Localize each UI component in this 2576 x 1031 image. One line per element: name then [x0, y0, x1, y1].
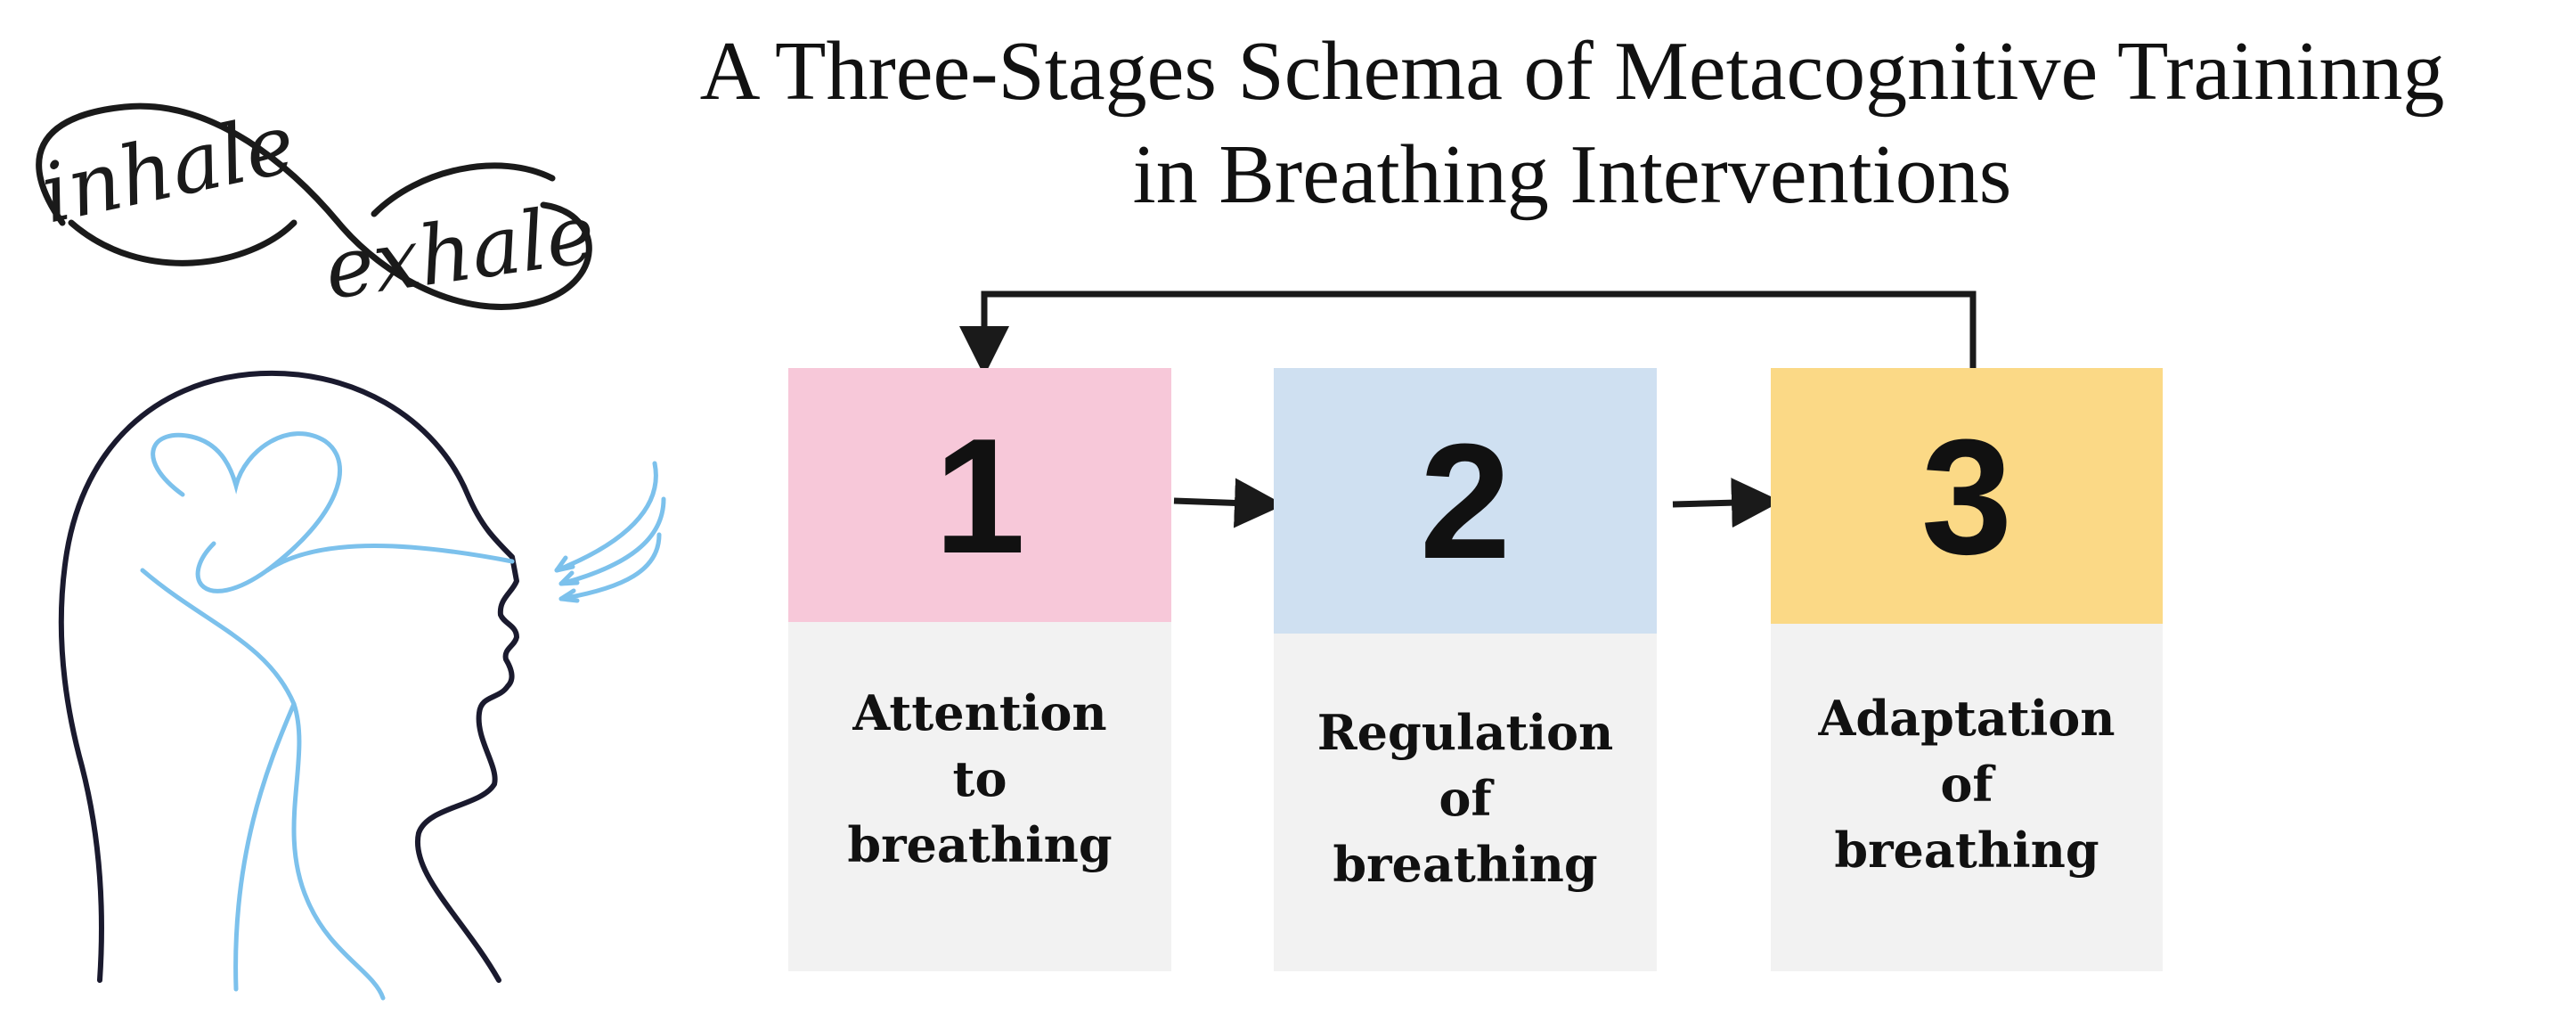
arrow-3-to-1-loop — [959, 290, 1977, 376]
stage-1-label-line-1: Attention — [852, 684, 1107, 741]
title-line-2: in Breathing Interventions — [1132, 128, 2012, 221]
svg-text:exhale: exhale — [319, 185, 600, 317]
stage-3-number-box: 3 — [1771, 368, 2163, 624]
stage-3-label-line-3: breathing — [1834, 822, 2099, 879]
diagram-title: A Three-Stages Schema of Metacognitive T… — [588, 20, 2556, 226]
stage-2-number-box: 2 — [1274, 368, 1657, 634]
stage-2-label-line-3: breathing — [1333, 835, 1598, 893]
stage-1-label-line-2: to — [952, 750, 1007, 807]
infinity-script-logo: inhale exhale — [33, 95, 600, 318]
illustration-layer: inhale exhale — [33, 95, 666, 1001]
head-outline-icon — [58, 370, 519, 983]
stage-1-label-line-3: breathing — [847, 816, 1113, 873]
stage-3-number: 3 — [1920, 404, 2013, 588]
stage-1-label-box: Attention to breathing — [788, 622, 1171, 971]
arrow-1-to-2 — [1173, 478, 1284, 528]
stage-1-number: 1 — [933, 403, 1026, 587]
stage-2-number: 2 — [1419, 409, 1512, 593]
stage-2-label-box: Regulation of breathing — [1274, 634, 1657, 971]
stage-3-label-box: Adaptation of breathing — [1771, 624, 2163, 971]
title-line-1: A Three-Stages Schema of Metacognitive T… — [699, 25, 2445, 118]
stage-3-label-line-1: Adaptation — [1818, 690, 2115, 747]
stage-1-number-box: 1 — [788, 368, 1171, 622]
stage-2-label-line-2: of — [1439, 769, 1492, 827]
stage-2-label-line-1: Regulation — [1317, 703, 1614, 761]
stage-3-label-line-2: of — [1940, 756, 1993, 813]
arrow-2-to-3 — [1672, 478, 1781, 528]
breath-lines-icon — [140, 431, 666, 1001]
